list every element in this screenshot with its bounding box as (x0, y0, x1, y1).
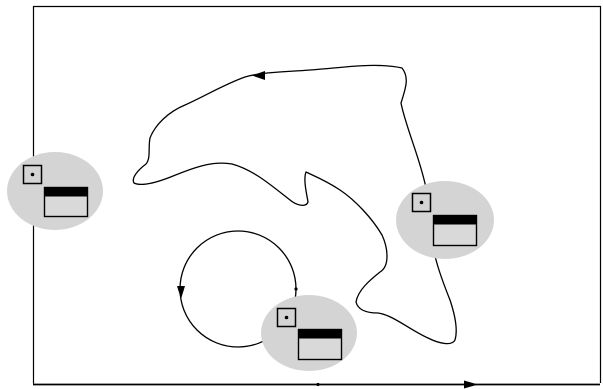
marker-vertex-dot (30, 172, 35, 177)
marker-dolphin-back[interactable] (396, 181, 494, 259)
window-titlebar (298, 329, 342, 339)
window-titlebar (44, 187, 88, 197)
bottom-boundary-vertex[interactable] (316, 382, 320, 387)
circle-vertex[interactable] (294, 287, 298, 291)
dolphin-boundary-curve[interactable] (132, 64, 457, 345)
bottom-boundary-arrowhead-icon (464, 380, 478, 389)
marker-vertex-dot (284, 315, 289, 320)
dolphin-direction-arrowhead-icon (252, 71, 265, 80)
marker-left-boundary[interactable] (7, 152, 103, 230)
square-vertex-marker-icon[interactable] (276, 307, 297, 328)
window-titlebar (433, 215, 477, 225)
square-vertex-marker-icon[interactable] (22, 164, 43, 185)
square-vertex-marker-icon[interactable] (411, 192, 432, 213)
marker-circle[interactable] (261, 295, 357, 371)
circle-direction-arrowhead-icon (177, 286, 185, 299)
marker-vertex-dot (419, 200, 424, 205)
